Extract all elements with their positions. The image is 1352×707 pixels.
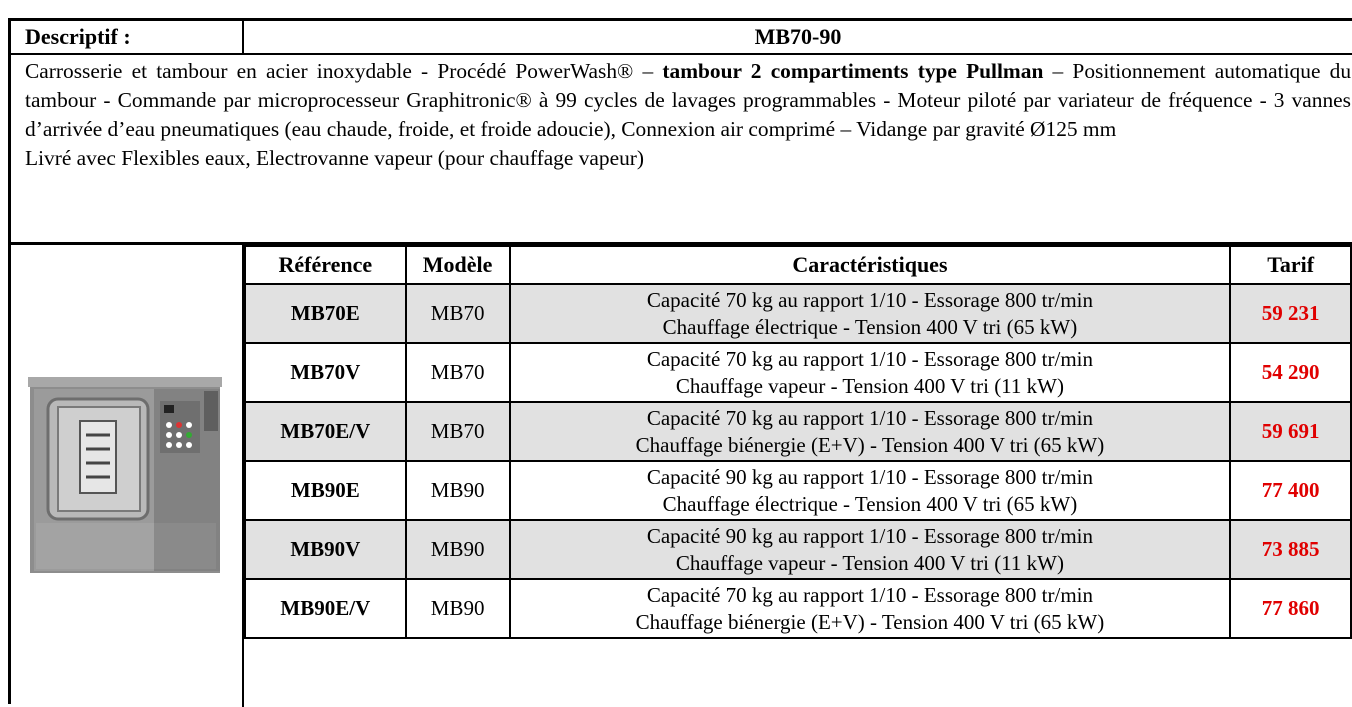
carac-line-1: Capacité 70 kg au rapport 1/10 - Essorag… [646,287,1093,312]
table-row: MB90E/V MB90 Capacité 70 kg au rapport 1… [244,578,1352,639]
description-highlight: tambour 2 compartiments type Pullman [662,59,1044,83]
row-modele: MB90 [404,578,511,639]
row-modele: MB90 [404,460,511,521]
row-reference: MB90E [244,460,407,521]
section-divider [11,242,1352,245]
carac-line-2: Chauffage vapeur - Tension 400 V tri (11… [675,550,1064,575]
table-row: MB70E MB70 Capacité 70 kg au rapport 1/1… [244,283,1352,344]
description-text-1: Carrosserie et tambour en acier inoxydab… [25,59,663,83]
product-sheet: Descriptif : MB70-90 Carrosserie et tamb… [8,18,1352,707]
carac-line-2: Chauffage biénergie (E+V) - Tension 400 … [635,609,1105,634]
row-modele: MB90 [404,519,511,580]
col-header-tarif: Tarif [1229,245,1352,285]
row-tarif: 59 691 [1229,401,1352,462]
descriptif-label: Descriptif : [11,21,244,53]
row-tarif: 59 231 [1229,283,1352,344]
washing-machine-photo-icon [28,377,222,573]
table-row: MB90V MB90 Capacité 90 kg au rapport 1/1… [244,519,1352,580]
carac-line-1: Capacité 90 kg au rapport 1/10 - Essorag… [646,523,1093,548]
table-row: MB70V MB70 Capacité 70 kg au rapport 1/1… [244,342,1352,403]
row-tarif: 73 885 [1229,519,1352,580]
row-caracteristiques: Capacité 90 kg au rapport 1/10 - Essorag… [508,519,1232,580]
carac-line-2: Chauffage électrique - Tension 400 V tri… [662,491,1078,516]
carac-line-1: Capacité 70 kg au rapport 1/10 - Essorag… [646,346,1093,371]
carac-line-2: Chauffage biénergie (E+V) - Tension 400 … [635,432,1105,457]
table-row: MB90E MB90 Capacité 90 kg au rapport 1/1… [244,460,1352,521]
carac-line-1: Capacité 90 kg au rapport 1/10 - Essorag… [646,464,1093,489]
carac-line-2: Chauffage électrique - Tension 400 V tri… [662,314,1078,339]
row-modele: MB70 [404,283,511,344]
table-header-row: Référence Modèle Caractéristiques Tarif [244,245,1352,285]
price-table: Référence Modèle Caractéristiques Tarif … [244,245,1352,639]
row-modele: MB70 [404,342,511,403]
row-caracteristiques: Capacité 70 kg au rapport 1/10 - Essorag… [508,401,1232,462]
row-caracteristiques: Capacité 70 kg au rapport 1/10 - Essorag… [508,283,1232,344]
row-tarif: 77 860 [1229,578,1352,639]
row-reference: MB90E/V [244,578,407,639]
col-header-caracteristiques: Caractéristiques [508,245,1232,285]
row-reference: MB70E/V [244,401,407,462]
model-title: MB70-90 [754,24,842,49]
row-caracteristiques: Capacité 90 kg au rapport 1/10 - Essorag… [508,460,1232,521]
row-reference: MB70E [244,283,407,344]
carac-line-1: Capacité 70 kg au rapport 1/10 - Essorag… [646,582,1093,607]
description-text-2: – Positionnement automatique du tambour … [25,59,1352,141]
description: Carrosserie et tambour en acier inoxydab… [25,57,1351,173]
row-modele: MB70 [404,401,511,462]
col-header-reference: Référence [244,245,407,285]
row-tarif: 77 400 [1229,460,1352,521]
description-paragraph: Carrosserie et tambour en acier inoxydab… [25,57,1351,144]
row-reference: MB90V [244,519,407,580]
col-header-modele: Modèle [404,245,511,285]
row-caracteristiques: Capacité 70 kg au rapport 1/10 - Essorag… [508,578,1232,639]
carac-line-2: Chauffage vapeur - Tension 400 V tri (11… [675,373,1064,398]
carac-line-1: Capacité 70 kg au rapport 1/10 - Essorag… [646,405,1093,430]
header-row: Descriptif : MB70-90 [11,21,1352,55]
table-row: MB70E/V MB70 Capacité 70 kg au rapport 1… [244,401,1352,462]
delivery-note: Livré avec Flexibles eaux, Electrovanne … [25,146,645,170]
row-caracteristiques: Capacité 70 kg au rapport 1/10 - Essorag… [508,342,1232,403]
row-tarif: 54 290 [1229,342,1352,403]
product-photo-cell [11,245,244,707]
row-reference: MB70V [244,342,407,403]
